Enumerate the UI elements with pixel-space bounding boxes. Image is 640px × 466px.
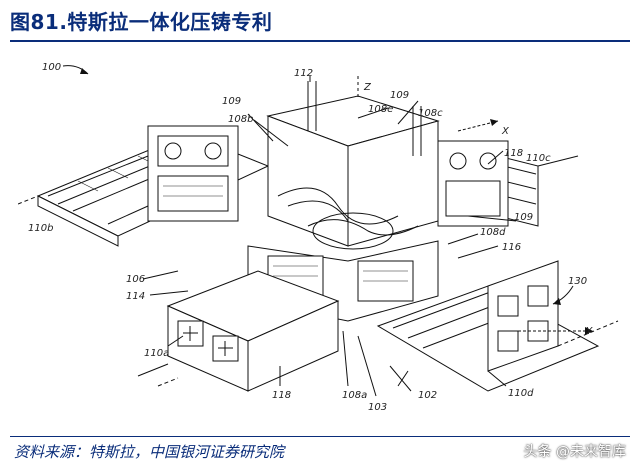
ref-110b: 110b — [28, 223, 53, 234]
front-injection-unit — [137, 270, 340, 392]
ref-106: 106 — [126, 274, 145, 285]
ref-z: Z — [363, 82, 372, 93]
ref-109-a: 109 — [222, 96, 241, 107]
ref-114: 114 — [126, 291, 145, 302]
ref-108d: 108d — [480, 227, 506, 238]
ref-108b: 108b — [228, 114, 253, 125]
ref-116: 116 — [502, 242, 521, 253]
ref-112: 112 — [294, 68, 313, 79]
ref-130: 130 — [568, 276, 587, 287]
axis-arrows — [62, 65, 593, 387]
ref-102: 102 — [418, 390, 437, 401]
footer-divider — [10, 436, 630, 437]
ref-y: Y — [586, 326, 593, 337]
ref-109-c: 109 — [514, 212, 533, 223]
ref-109-b: 109 — [390, 90, 409, 101]
patent-drawing: 100 112 Z 109 109 108b 108e 108c X 118 1… — [18, 62, 619, 413]
title-divider — [10, 40, 630, 42]
left-clamp-unit — [147, 125, 239, 222]
source-note: 资料来源：特斯拉，中国银河证券研究院 — [14, 443, 285, 461]
watermark: 头条 @未来智库 — [523, 444, 626, 460]
rear-clamp-unit — [487, 260, 559, 372]
ref-110c: 110c — [526, 153, 551, 164]
figure-title: 图81.特斯拉一体化压铸专利 — [10, 10, 273, 34]
ref-110a: 110a — [144, 348, 169, 359]
ref-118-b: 118 — [272, 390, 291, 401]
leader-lines — [107, 76, 517, 397]
ref-103: 103 — [368, 402, 387, 413]
ref-118-a: 118 — [504, 148, 523, 159]
upper-die-assembly — [266, 76, 440, 250]
ref-110d: 110d — [508, 388, 534, 399]
ref-x: X — [501, 126, 510, 137]
ref-108e: 108e — [368, 104, 393, 115]
right-clamp-unit — [437, 140, 509, 227]
ref-108a: 108a — [342, 390, 367, 401]
ref-100: 100 — [42, 62, 61, 73]
reference-labels: 100 112 Z 109 109 108b 108e 108c X 118 1… — [28, 62, 593, 413]
ref-108c: 108c — [418, 108, 443, 119]
